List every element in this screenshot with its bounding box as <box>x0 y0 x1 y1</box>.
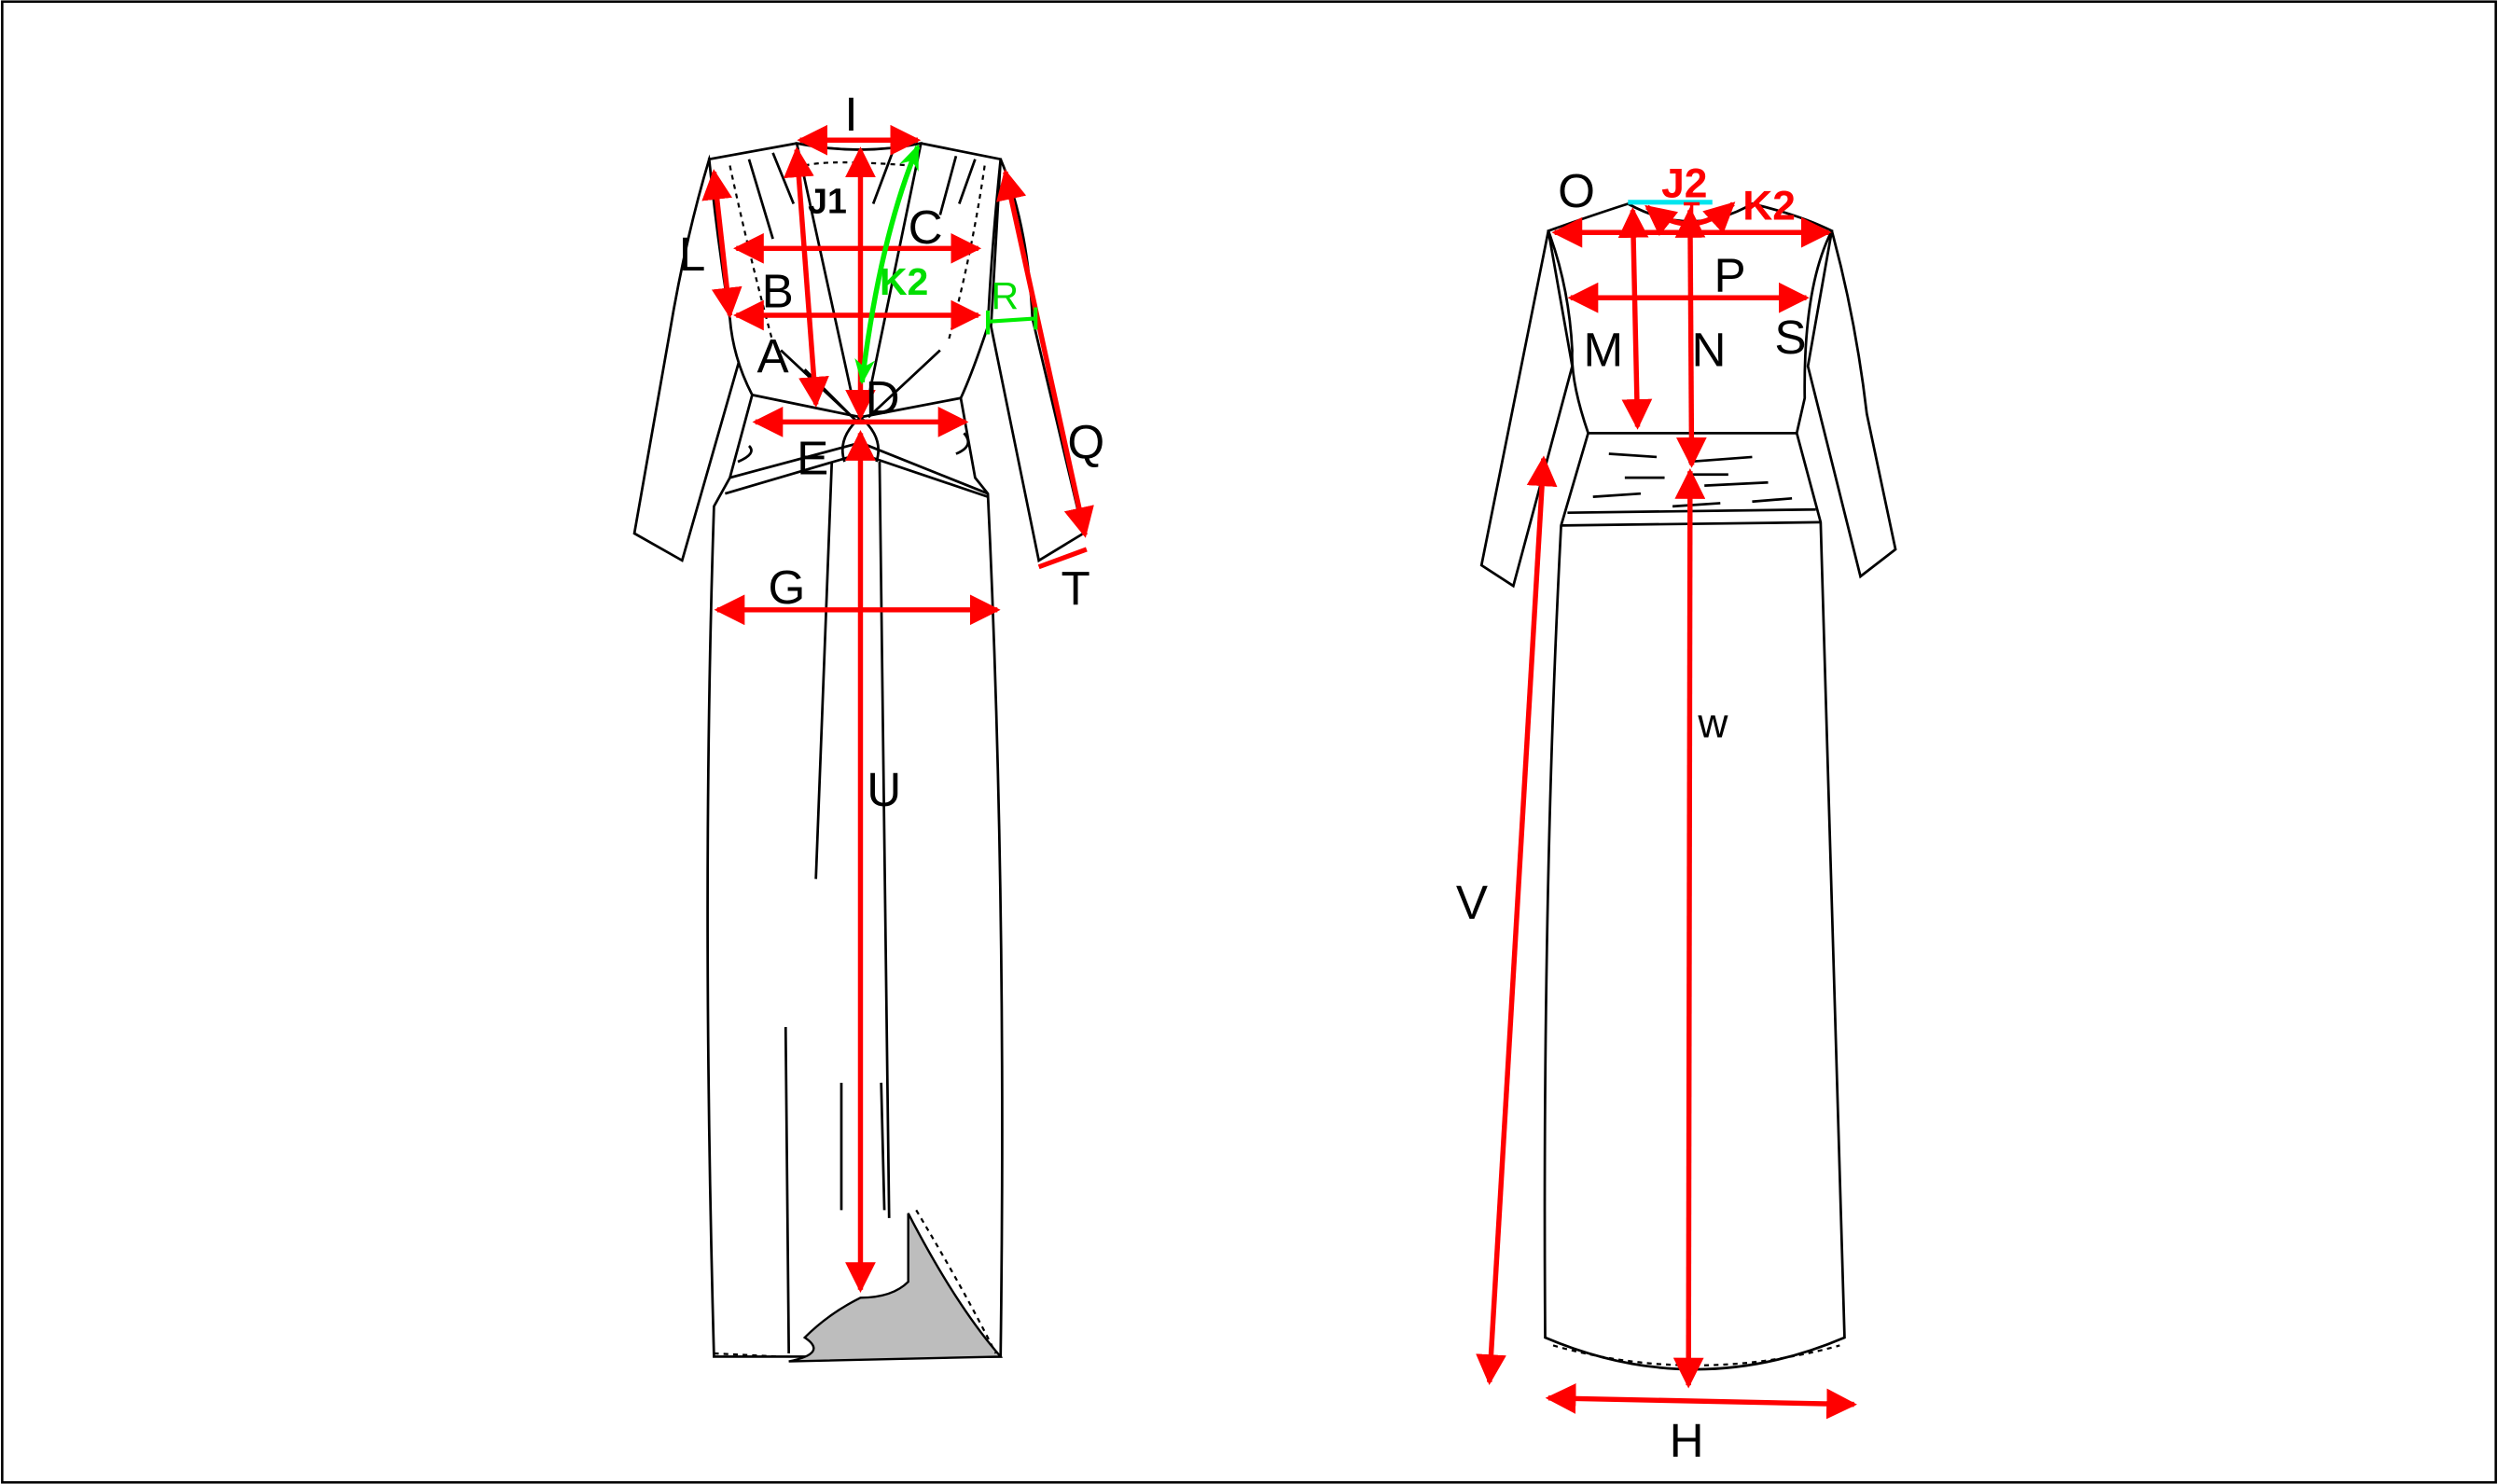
label-K2-back: K2 <box>1742 184 1796 229</box>
label-B: B <box>762 264 794 317</box>
back-labels: O J2 K2 P M N S w V H <box>1456 161 1807 1467</box>
label-A: A <box>757 329 790 382</box>
label-O: O <box>1558 164 1595 217</box>
front-hem-lining <box>788 1213 1004 1363</box>
label-L: L <box>679 228 705 281</box>
measure-N <box>1674 207 1707 468</box>
measure-K2-back <box>1645 201 1736 237</box>
label-I: I <box>844 88 857 141</box>
label-Q: Q <box>1067 416 1104 469</box>
label-D: D <box>866 371 900 424</box>
measure-M <box>1617 207 1653 430</box>
measure-T <box>1037 547 1088 570</box>
measure-V <box>1476 455 1558 1386</box>
label-K2-front: K2 <box>880 260 928 303</box>
label-V: V <box>1456 876 1488 929</box>
measure-W <box>1672 468 1706 1389</box>
label-W: w <box>1697 700 1728 746</box>
measure-A <box>784 146 829 408</box>
measure-K2-front <box>854 144 921 385</box>
label-G: G <box>768 561 805 614</box>
front-measurements <box>701 124 1094 1294</box>
label-P: P <box>1714 248 1745 301</box>
label-C: C <box>909 201 943 254</box>
label-S: S <box>1774 311 1806 364</box>
measure-L <box>701 169 742 319</box>
front-placket <box>784 462 891 1354</box>
measure-R <box>985 307 1038 335</box>
label-T: T <box>1062 562 1090 616</box>
back-body <box>1543 202 1846 1371</box>
front-bodice <box>706 142 1004 1358</box>
label-M: M <box>1583 324 1623 377</box>
label-U: U <box>867 763 901 816</box>
measure-Q <box>996 169 1094 538</box>
front-labels: I J1 C L K2 B R A D E Q T G U <box>679 88 1104 816</box>
measure-H <box>1545 1383 1857 1420</box>
label-H: H <box>1670 1414 1704 1467</box>
back-measurements <box>1476 201 1857 1420</box>
back-right-sleeve <box>1806 230 1897 579</box>
label-N: N <box>1692 324 1727 377</box>
label-R: R <box>991 274 1019 317</box>
label-J1: J1 <box>808 182 847 221</box>
label-E: E <box>797 432 828 485</box>
label-J2: J2 <box>1661 161 1707 207</box>
